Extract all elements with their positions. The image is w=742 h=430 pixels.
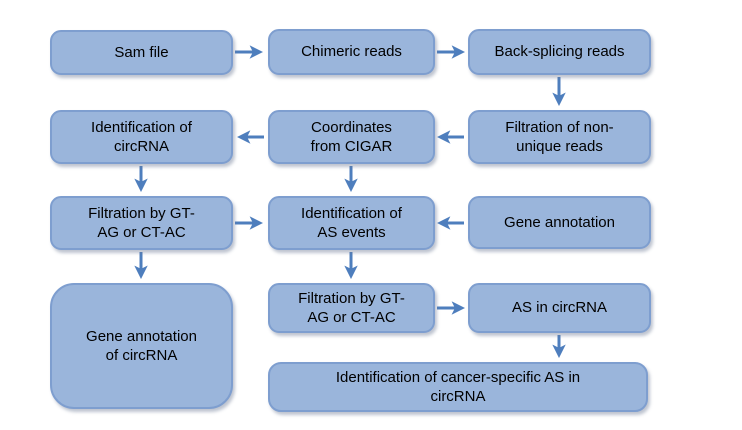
node-gene-annotation: Gene annotation — [468, 196, 651, 249]
node-chimeric-reads: Chimeric reads — [268, 29, 435, 75]
node-filtration-by-gt-ag-2: Filtration by GT- AG or CT-AC — [268, 283, 435, 333]
node-as-in-circrna: AS in circRNA — [468, 283, 651, 333]
node-filtration-by-gt-ag-1: Filtration by GT- AG or CT-AC — [50, 196, 233, 250]
node-identification-of-cancer-specific-as: Identification of cancer-specific AS in … — [268, 362, 648, 412]
node-sam-file: Sam file — [50, 30, 233, 75]
node-gene-annotation-of-circrna: Gene annotation of circRNA — [50, 283, 233, 409]
node-identification-of-as-events: Identification of AS events — [268, 196, 435, 250]
node-filtration-of-non-unique-reads: Filtration of non- unique reads — [468, 110, 651, 164]
node-back-splicing-reads: Back-splicing reads — [468, 29, 651, 75]
node-coordinates-from-cigar: Coordinates from CIGAR — [268, 110, 435, 164]
node-identification-of-circrna: Identification of circRNA — [50, 110, 233, 164]
